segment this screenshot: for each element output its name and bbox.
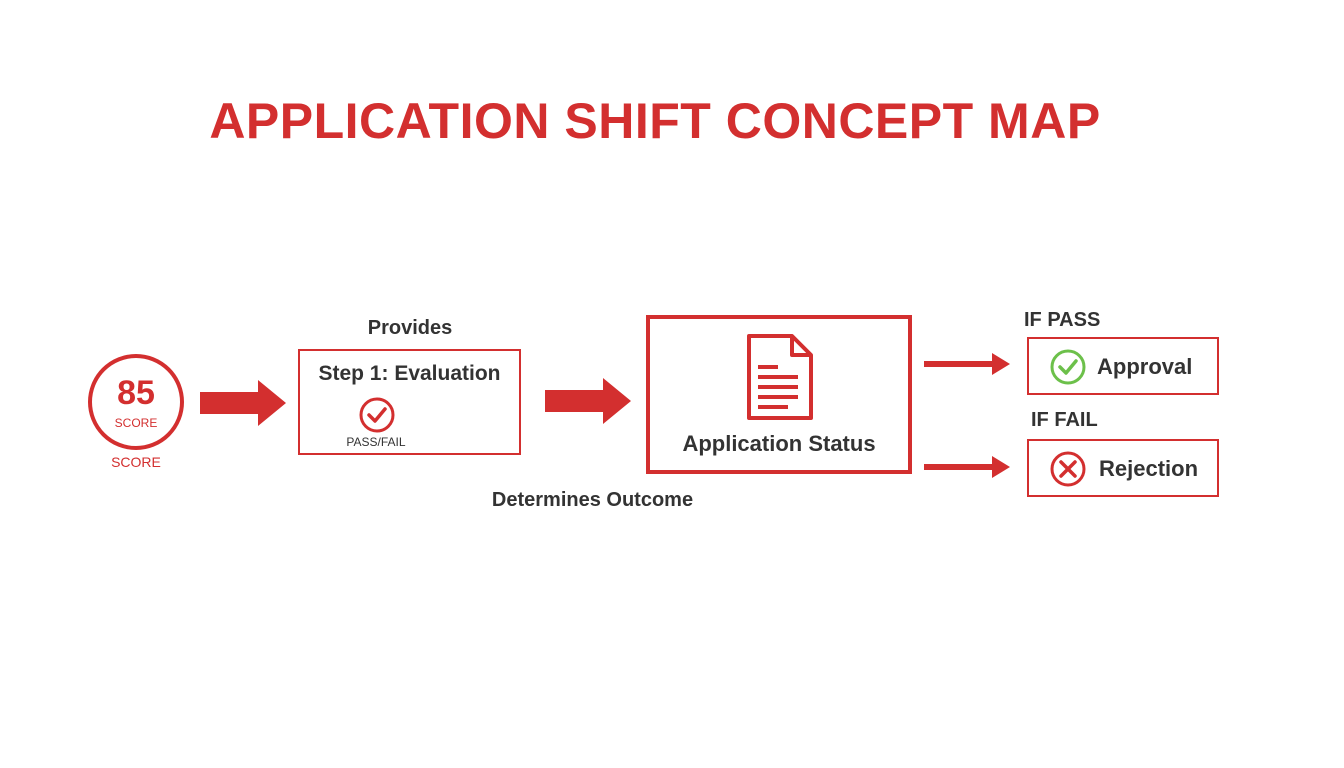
provides-label: Provides [367,317,453,339]
arrow-right-icon [200,380,286,426]
if-fail-label: IF FAIL [1031,409,1098,431]
score-outer-label: SCORE [111,454,161,470]
determines-outcome-label: Determines Outcome [491,489,694,511]
application-status-label: Application Status [682,431,876,456]
arrow-right-icon [924,456,1010,478]
score-circle: 85 SCORE [88,354,184,450]
page-title: APPLICATION SHIFT CONCEPT MAP [209,93,1101,149]
rejection-box: Rejection [1027,439,1219,497]
arrow-right-icon [924,353,1010,375]
evaluation-heading: Step 1: Evaluation [318,362,501,385]
application-status-box: Application Status [646,315,912,474]
approval-box: Approval [1027,337,1219,395]
check-circle-icon [359,397,395,433]
evaluation-box: Step 1: Evaluation PASS/FAIL [298,349,521,455]
document-icon [747,334,813,420]
rejection-label: Rejection [1099,456,1199,481]
if-pass-label: IF PASS [1024,309,1101,331]
arrow-right-icon [545,378,631,424]
pass-fail-label: PASS/FAIL [346,435,406,449]
score-value: 85 [117,374,155,412]
check-circle-icon [1050,349,1086,385]
approval-label: Approval [1097,354,1193,379]
score-inner-label: SCORE [114,416,158,430]
x-circle-icon [1050,451,1086,487]
